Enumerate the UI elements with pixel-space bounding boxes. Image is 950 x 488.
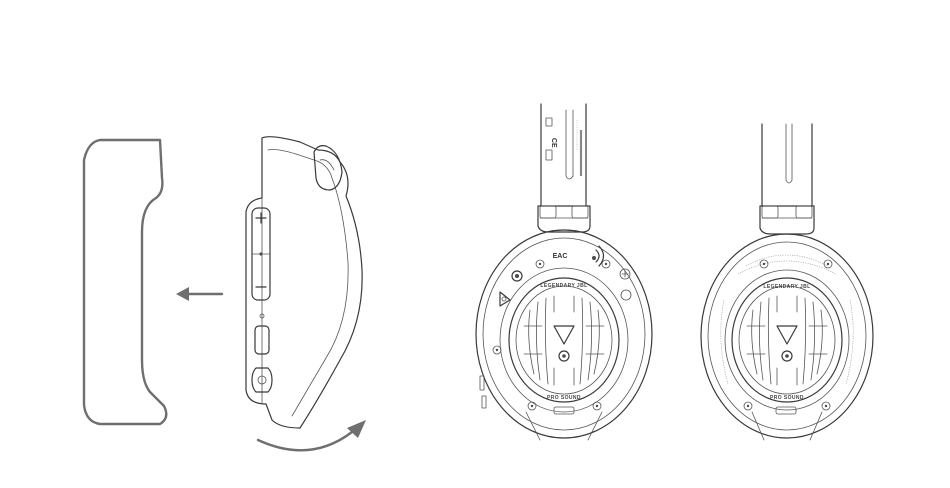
detached-ear-cushion [84,140,166,424]
earcup-side-view [246,137,362,428]
remove-direction-arrow [176,287,222,301]
rim-fine-print [721,255,853,384]
rotate-direction-arrow [258,420,366,450]
cup-top-label: LEGENDARY JBL [540,283,587,289]
earcup-front-view-cushion: LEGENDARY JBL PRO SOUND [701,124,873,440]
cup2-bottom-label: PRO SOUND [770,395,804,401]
ce-mark: CE [550,138,557,148]
cup2-top-label: LEGENDARY JBL [763,284,810,290]
cup-bottom-label: PRO SOUND [547,395,581,401]
earcup-front-view-installed: CE LEGENDARY JBL PRO SOUND EAC [476,104,652,440]
headband-cert-marks: CE [546,118,557,160]
eac-mark: EAC [553,253,568,260]
